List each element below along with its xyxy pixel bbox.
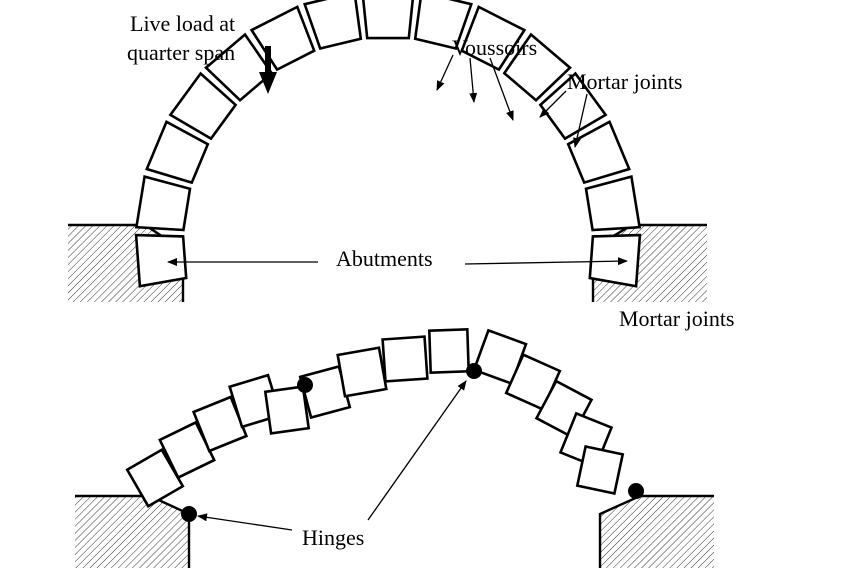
bottom-arch-voussoirs: [125, 327, 625, 508]
voussoir: [134, 174, 192, 232]
voussoir: [191, 395, 249, 453]
voussoir: [168, 71, 238, 141]
voussoir: [502, 32, 572, 102]
voussoir: [204, 32, 274, 102]
voussoirs-label: Voussoirs: [452, 35, 537, 60]
hinge-left-support: [181, 506, 197, 522]
bottom-abutment-right: [598, 494, 714, 568]
mortar-joints-right-label: Mortar joints: [619, 306, 735, 331]
live-load-label-line2: quarter span: [127, 40, 235, 65]
mortar-joints-label: Mortar joints: [567, 69, 683, 94]
live-load-arrow: [259, 46, 277, 94]
voussoir: [302, 0, 363, 51]
voussoir: [381, 335, 429, 383]
voussoir: [361, 0, 415, 40]
voussoir: [538, 71, 608, 141]
top-arch-voussoirs: [134, 0, 642, 288]
hinges-label: Hinges: [302, 525, 364, 550]
voussoir: [134, 233, 188, 288]
hinge-crown: [466, 363, 482, 379]
voussoir: [427, 327, 471, 375]
voussoir: [336, 346, 388, 398]
hinge-left-haunch: [297, 377, 313, 393]
hinge-right-support: [628, 483, 644, 499]
voussoir: [145, 119, 210, 185]
voussoirs-pointers: [436, 54, 514, 121]
abutments-arrows: [167, 257, 628, 266]
live-load-label-line1: Live load at: [130, 11, 235, 36]
voussoir: [158, 420, 216, 480]
voussoir: [125, 448, 185, 508]
voussoir: [460, 5, 527, 72]
voussoir: [575, 444, 625, 496]
mortar-joints-pointers: [539, 90, 588, 148]
voussoir: [413, 0, 474, 51]
voussoir: [298, 364, 352, 420]
hinges-pointers: [197, 380, 467, 531]
hinges: [181, 363, 644, 522]
abutments-label: Abutments: [336, 246, 433, 271]
voussoir: [263, 385, 311, 435]
bottom-abutment-left: [75, 494, 191, 568]
voussoir: [584, 174, 642, 232]
voussoir: [566, 119, 631, 185]
